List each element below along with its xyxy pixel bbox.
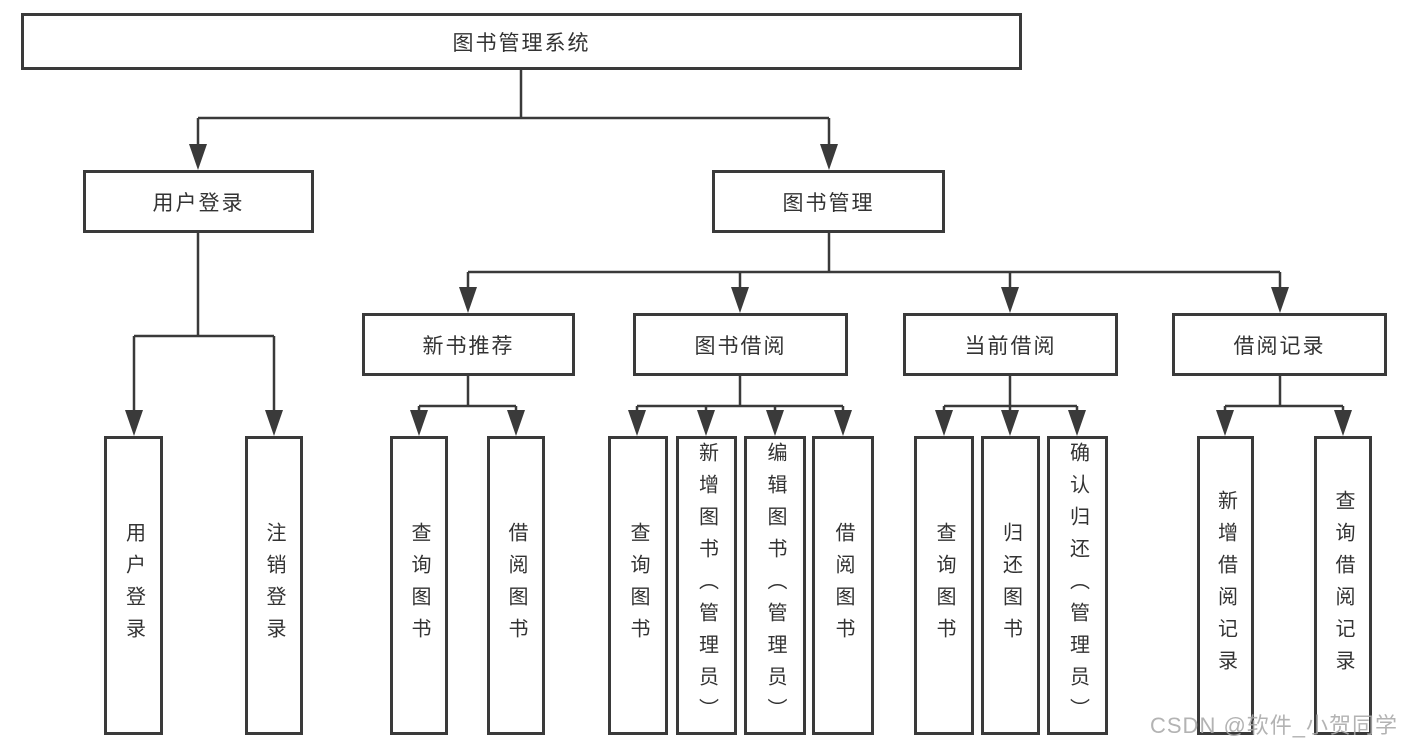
leaf-edit-books-admin: 编辑图书（管理员） (744, 436, 806, 735)
leaf-query-books-current: 查询图书 (914, 436, 974, 735)
leaf-label: 查询图书 (408, 521, 430, 650)
leaf-label: 注销登录 (263, 521, 285, 650)
leaf-query-borrow-record: 查询借阅记录 (1314, 436, 1372, 735)
node-current-borrowing: 当前借阅 (903, 313, 1118, 376)
node-book-management: 图书管理 (712, 170, 945, 233)
leaf-borrow-books: 借阅图书 (812, 436, 874, 735)
leaf-confirm-return-admin: 确认归还（管理员） (1047, 436, 1108, 735)
leaf-borrow-books-recommend: 借阅图书 (487, 436, 545, 735)
leaf-label: 查询图书 (627, 521, 649, 650)
leaf-label: 新增图书（管理员） (695, 441, 718, 730)
leaf-label: 借阅图书 (505, 521, 527, 650)
node-borrowing-records: 借阅记录 (1172, 313, 1387, 376)
leaf-label: 查询图书 (933, 521, 955, 650)
leaf-user-login: 用户登录 (104, 436, 163, 735)
leaf-logout: 注销登录 (245, 436, 303, 735)
csdn-watermark: CSDN @软件_小贺同学 (1150, 713, 1399, 738)
leaf-label: 借阅图书 (832, 521, 854, 650)
leaf-query-books-recommend: 查询图书 (390, 436, 448, 735)
node-new-book-recommend: 新书推荐 (362, 313, 575, 376)
node-book-borrowing: 图书借阅 (633, 313, 848, 376)
leaf-label: 编辑图书（管理员） (764, 441, 786, 730)
node-root-system: 图书管理系统 (21, 13, 1022, 70)
arrowheads (125, 144, 1352, 436)
leaf-add-books-admin: 新增图书（管理员） (676, 436, 737, 735)
leaf-add-borrow-record: 新增借阅记录 (1197, 436, 1254, 735)
leaf-query-books-borrowing: 查询图书 (608, 436, 668, 735)
leaf-return-books: 归还图书 (981, 436, 1040, 735)
leaf-label: 用户登录 (122, 521, 145, 650)
node-user-login: 用户登录 (83, 170, 314, 233)
leaf-label: 查询借阅记录 (1332, 489, 1354, 682)
leaf-label: 确认归还（管理员） (1066, 441, 1089, 730)
leaf-label: 归还图书 (999, 521, 1022, 650)
leaf-label: 新增借阅记录 (1214, 489, 1237, 682)
